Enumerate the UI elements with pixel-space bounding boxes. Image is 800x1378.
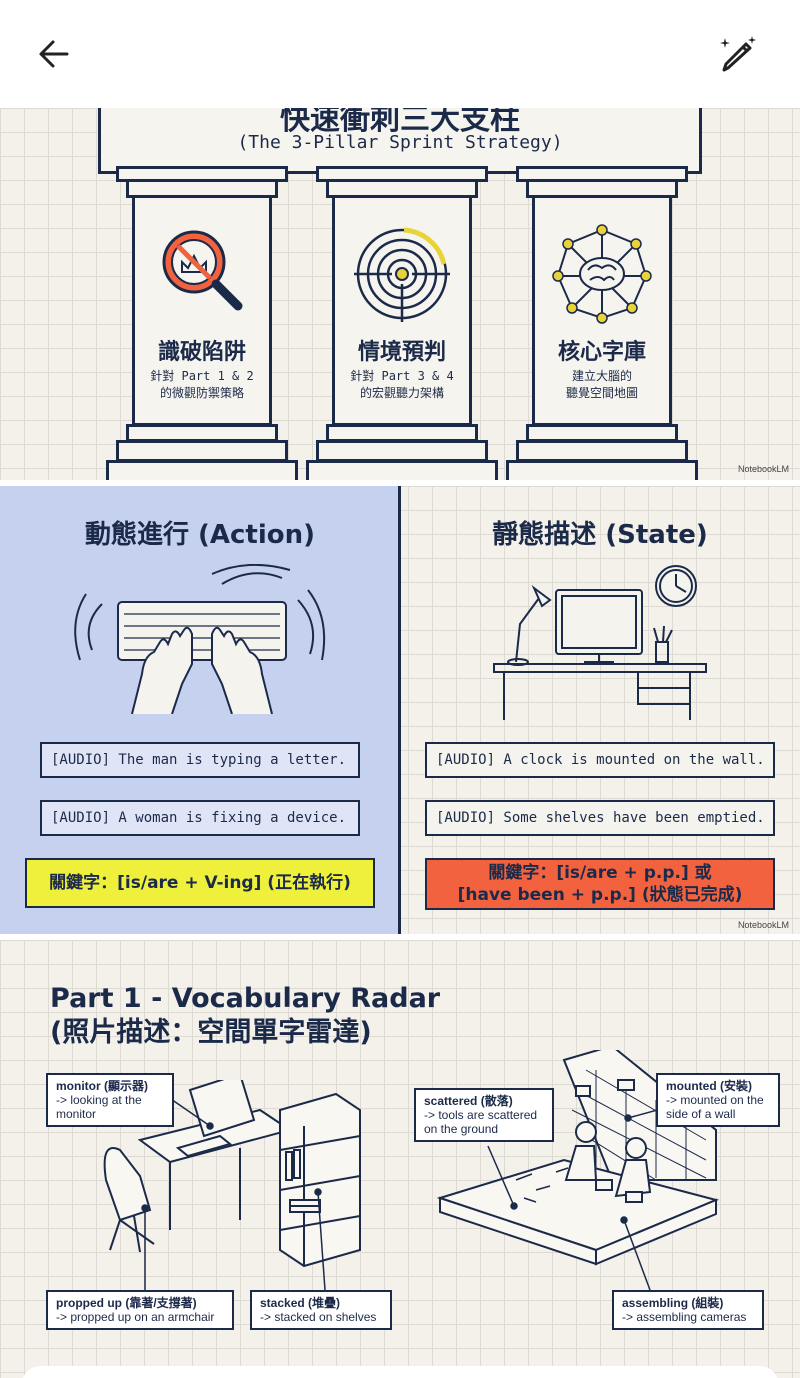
- mounted-term: mounted (安裝): [666, 1079, 752, 1093]
- mounted-example-2: side of a wall: [666, 1107, 736, 1121]
- pillar-3-desc-line1: 建立大腦的: [571, 369, 632, 383]
- pillar-2-title: 情境預判: [357, 340, 446, 365]
- notebooklm-watermark-2: NotebookLM: [738, 920, 790, 930]
- scattered-example-1: -> tools are scattered: [424, 1108, 538, 1122]
- top-toolbar: [0, 0, 800, 108]
- propped-example: -> propped up on an armchair: [56, 1310, 215, 1324]
- brain-network-icon: [552, 224, 652, 324]
- pillar-1: 識破陷阱 針對 Part 1 & 2 的微觀防禦策略: [106, 166, 298, 480]
- pillar-2: 情境預判 針對 Part 3 & 4 的宏觀聽力架構: [306, 166, 498, 480]
- state-panel: 靜態描述 (State) [AUDIO] A clock is mounted …: [400, 486, 800, 934]
- state-audio-1: [AUDIO] A clock is mounted on the wall.: [425, 742, 775, 778]
- pillar-3-title: 核心字庫: [557, 340, 646, 365]
- no-trap-magnifier-icon: [162, 230, 243, 311]
- pillar-1-desc: 針對 Part 1 & 2 的微觀防禦策略: [132, 368, 272, 402]
- magic-edit-button[interactable]: [712, 28, 764, 80]
- state-title: 靜態描述 (State): [492, 520, 708, 550]
- assembling-example: -> assembling cameras: [622, 1310, 747, 1324]
- pillar-1-desc-line2: 的微觀防禦策略: [159, 386, 244, 400]
- state-keyword-line1: 關鍵字：[is/are + p.p.] 或: [488, 863, 712, 883]
- label-mounted: mounted (安裝) -> mounted on the side of a…: [656, 1073, 780, 1127]
- mounted-example-1: -> mounted on the: [666, 1093, 764, 1107]
- monitor-term: monitor (顯示器): [56, 1079, 148, 1093]
- state-keyword-box: 關鍵字：[is/are + p.p.] 或 [have been + p.p.]…: [425, 858, 775, 910]
- stacked-example: -> stacked on shelves: [260, 1310, 377, 1324]
- action-audio-2: [AUDIO] A woman is fixing a device.: [40, 800, 360, 836]
- label-scattered: scattered (散落) -> tools are scattered on…: [414, 1088, 554, 1142]
- slide-pillar-strategy: 快速衝刺三大支柱 (The 3-Pillar Sprint Strategy) …: [0, 108, 800, 480]
- action-title: 動態進行 (Action): [84, 520, 316, 550]
- pillar-2-desc-line2: 的宏觀聽力架構: [359, 386, 444, 400]
- desk-clock-monitor-icon: [493, 565, 707, 720]
- pillar-3-desc-line2: 聽覺空間地圖: [565, 386, 638, 400]
- pillar-3: 核心字庫 建立大腦的 聽覺空間地圖: [506, 166, 698, 480]
- scattered-example-2: on the ground: [424, 1122, 499, 1136]
- slide-action-state: 動態進行 (Action) [AUDIO] The man is typing …: [0, 486, 800, 934]
- action-audio-1: [AUDIO] The man is typing a letter.: [40, 742, 360, 778]
- pillar-3-desc: 建立大腦的 聽覺空間地圖: [532, 368, 672, 402]
- label-monitor: monitor (顯示器) -> looking at the monitor: [46, 1073, 174, 1127]
- state-keyword-line2: [have been + p.p.] (狀態已完成): [457, 885, 743, 905]
- target-radar-icon: [354, 227, 450, 322]
- label-assembling: assembling (組裝) -> assembling cameras: [612, 1290, 764, 1330]
- monitor-example-2: monitor: [56, 1107, 97, 1121]
- vocab-title: Part 1 - Vocabulary Radar (照片描述：空間單字雷達): [50, 982, 440, 1050]
- magic-wand-pencil-icon: [720, 36, 756, 72]
- pillar-header: 快速衝刺三大支柱 (The 3-Pillar Sprint Strategy): [98, 108, 702, 174]
- action-keyword-box: 關鍵字：[is/are + V-ing] (正在執行): [25, 858, 375, 908]
- stacked-term: stacked (堆疊): [260, 1296, 341, 1310]
- scattered-term: scattered (散落): [424, 1094, 513, 1108]
- label-stacked: stacked (堆疊) -> stacked on shelves: [250, 1290, 392, 1330]
- office-illustration: [103, 1080, 361, 1268]
- pillar-2-desc-line1: 針對 Part 3 & 4: [350, 369, 454, 383]
- slide-subtitle: (The 3-Pillar Sprint Strategy): [237, 132, 563, 153]
- notebooklm-watermark: NotebookLM: [738, 464, 790, 474]
- slide-title: 快速衝刺三大支柱: [280, 108, 520, 137]
- typing-hands-keyboard-icon: [74, 564, 326, 714]
- pillar-2-desc: 針對 Part 3 & 4 的宏觀聽力架構: [332, 368, 472, 402]
- monitor-example-1: -> looking at the: [56, 1093, 142, 1107]
- pillar-1-desc-line1: 針對 Part 1 & 2: [150, 369, 254, 383]
- back-button[interactable]: [30, 30, 78, 78]
- action-panel: 動態進行 (Action) [AUDIO] The man is typing …: [0, 486, 400, 934]
- arrow-left-icon: [39, 40, 69, 68]
- vocab-title-line1: Part 1 - Vocabulary Radar: [50, 983, 441, 1014]
- state-audio-2: [AUDIO] Some shelves have been emptied.: [425, 800, 775, 836]
- panel-divider: [398, 486, 401, 934]
- leader-lines: [141, 1087, 673, 1291]
- assembling-term: assembling (組裝): [622, 1296, 724, 1310]
- vocab-title-line2: (照片描述：空間單字雷達): [50, 1017, 372, 1048]
- bottom-sheet-handle[interactable]: [22, 1366, 778, 1378]
- propped-term: propped up (靠著/支撐著): [56, 1296, 197, 1310]
- label-propped-up: propped up (靠著/支撐著) -> propped up on an …: [46, 1290, 234, 1330]
- pillar-1-title: 識破陷阱: [157, 340, 246, 365]
- slide-vocabulary-radar: Part 1 - Vocabulary Radar (照片描述：空間單字雷達): [0, 940, 800, 1378]
